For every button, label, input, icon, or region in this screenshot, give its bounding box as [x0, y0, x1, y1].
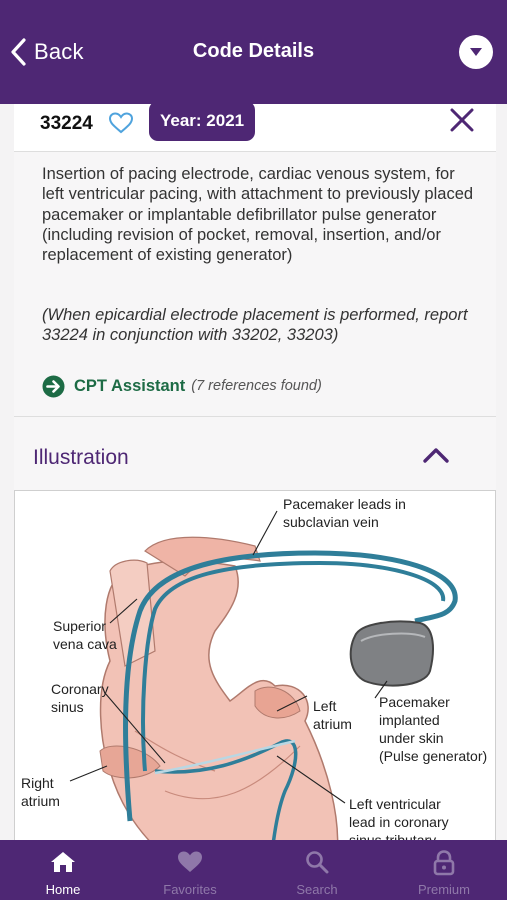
tab-home[interactable]: Home — [0, 840, 126, 900]
pacemaker-lead-1 — [123, 550, 458, 822]
dropdown-menu-button[interactable] — [459, 35, 493, 69]
nav-header: Back Code Details — [0, 0, 507, 104]
illus-label-svc: Superior vena cava — [53, 618, 117, 652]
year-badge[interactable]: Year: 2021 — [149, 104, 256, 141]
code-row: 33224 Year: 2021 — [14, 104, 496, 152]
heart-pacemaker-illustration: Pacemaker leads in subclavian vein Super… — [14, 490, 496, 840]
back-label: Back — [34, 39, 84, 64]
code-description: Insertion of pacing electrode, cardiac v… — [42, 165, 474, 265]
tab-premium-label: Premium — [417, 882, 470, 897]
atrium-shape — [254, 686, 301, 719]
tab-favorites-label: Favorites — [163, 882, 217, 897]
illus-label-la: Left atrium — [313, 698, 352, 732]
bottom-tab-bar: Home Favorites Search Premium — [0, 840, 507, 900]
chevron-left-icon — [11, 38, 26, 66]
code-details-content: 33224 Year: 2021 Insertion of pacing ele… — [14, 104, 496, 840]
arrow-right-circle-icon — [42, 375, 65, 397]
close-icon[interactable] — [450, 108, 474, 137]
illus-label-lv: Left ventricular lead in coronary sinus … — [349, 796, 453, 840]
favorite-heart-icon[interactable] — [108, 112, 134, 139]
illus-label-pacemaker: Pacemaker implanted under skin (Pulse ge… — [379, 694, 487, 764]
chevron-up-icon[interactable] — [422, 446, 450, 469]
home-icon — [51, 852, 75, 872]
lock-icon — [433, 850, 455, 876]
page-title: Code Details — [192, 40, 315, 62]
pacemaker-lead-2 — [141, 560, 446, 772]
tab-search[interactable]: Search — [254, 840, 380, 900]
illus-label-ra: Right atrium — [21, 775, 60, 809]
back-button[interactable]: Back — [10, 36, 84, 68]
illustration-section-title: Illustration — [33, 446, 129, 469]
illus-label-leads: Pacemaker leads in subclavian vein — [283, 496, 410, 530]
pacemaker-device — [349, 620, 434, 687]
cpt-assistant-link[interactable]: CPT Assistant (7 references found) — [42, 374, 322, 398]
cpt-references-count: (7 references found) — [191, 378, 322, 394]
tab-premium[interactable]: Premium — [381, 840, 507, 900]
divider — [14, 416, 496, 417]
code-note: (When epicardial electrode placement is … — [42, 306, 468, 345]
vena-cava-shape — [109, 559, 156, 667]
lv-lead — [154, 739, 298, 840]
illus-label-cs: Coronary sinus — [51, 681, 112, 715]
cpt-assistant-label: CPT Assistant — [74, 376, 186, 395]
tab-favorites[interactable]: Favorites — [127, 840, 253, 900]
caret-down-icon — [470, 48, 482, 56]
tab-home-label: Home — [45, 882, 81, 897]
heart-icon — [178, 851, 202, 872]
search-icon — [306, 851, 329, 874]
tab-search-label: Search — [296, 882, 338, 897]
code-number: 33224 — [40, 113, 93, 134]
